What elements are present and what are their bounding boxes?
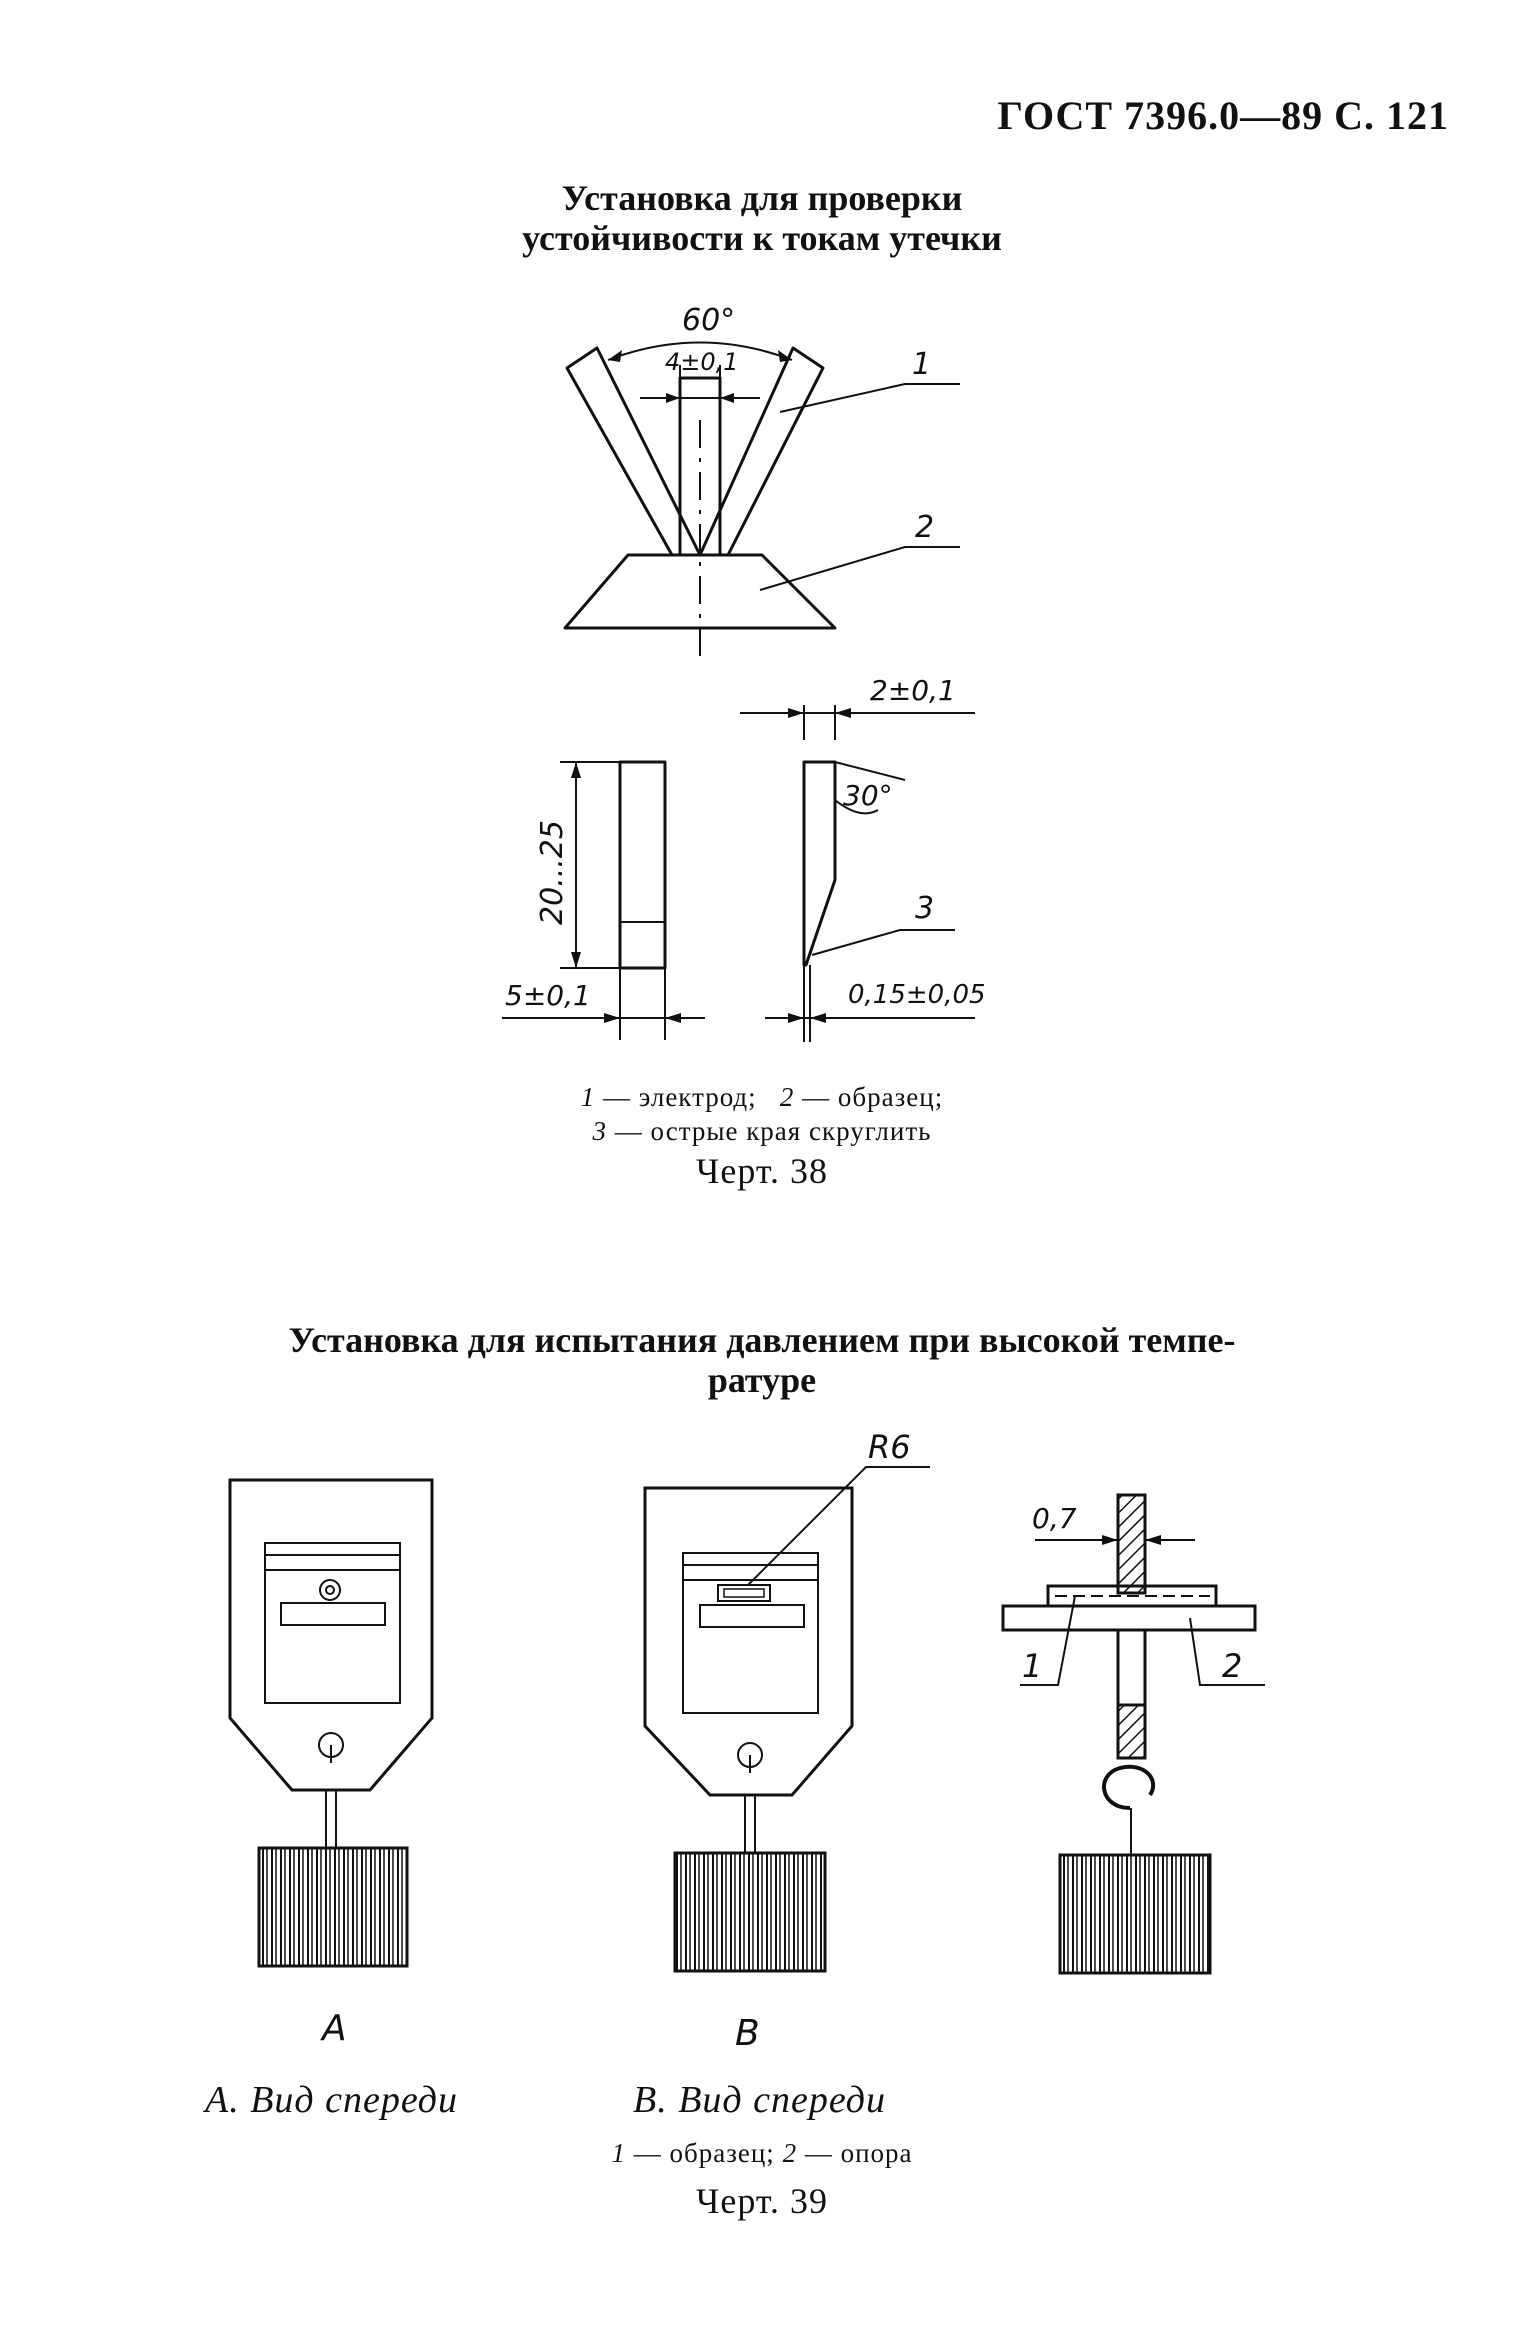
fig39-dim-thickness: 0,7 <box>1032 1502 1077 1535</box>
fig38-title-line2: устойчивости к токам утечки <box>522 218 1002 258</box>
fig38-leader-3 <box>811 929 955 956</box>
fig38-caption: Черт. 38 <box>696 1151 828 1191</box>
fig38-title: Установка для проверки устойчивости к то… <box>0 178 1524 258</box>
fig38-dim-thickness: 2±0,1 <box>870 674 956 707</box>
fig39-title: Установка для испытания давлением при вы… <box>0 1320 1524 1400</box>
fig38-electrode-front <box>618 760 667 970</box>
fig39-drawing: R6 0,7 1 2 A B <box>228 1428 1265 2054</box>
fig38-label-1: 1 <box>912 347 931 382</box>
fig39-view-a <box>228 1478 434 1968</box>
fig39-label-1: 1 <box>1022 1647 1042 1685</box>
fig39-weight-b <box>673 1851 827 1973</box>
fig38-dim-gap: 4±0,1 <box>665 348 739 376</box>
fig39-view-letter-b: B <box>735 2013 760 2054</box>
fig39-side-view <box>1001 1493 1265 1975</box>
fig38-dim-angle60: 60° <box>682 303 735 338</box>
fig39-view-b <box>643 1466 930 1973</box>
fig39-view-a-label: A. Вид спереди <box>205 2079 459 2121</box>
fig38-angle-arc <box>607 341 793 361</box>
fig39-legend: 1 — образец; 2 — опора <box>611 2138 913 2168</box>
fig39-dim-radius: R6 <box>868 1428 911 1466</box>
fig39-title-line1: Установка для испытания давлением при вы… <box>288 1320 1236 1360</box>
fig38-drawing: 60° 4±0,1 1 2 20...25 5±0,1 2±0,1 30° 3 … <box>502 303 986 1042</box>
fig39-leader-1 <box>1020 1595 1076 1686</box>
fig39-label-2: 2 <box>1222 1647 1242 1685</box>
fig38-dim-height: 20...25 <box>535 820 570 925</box>
fig39-weight-side <box>1058 1853 1212 1975</box>
fig38-dim-angle30: 30° <box>843 779 893 812</box>
fig39-leader-r6 <box>747 1466 930 1586</box>
fig39-caption: Черт. 39 <box>696 2181 828 2221</box>
fig38-title-line1: Установка для проверки <box>561 178 963 218</box>
page-header: ГОСТ 7396.0—89 С. 121 <box>997 93 1449 138</box>
fig38-dim-edge: 0,15±0,05 <box>848 980 986 1010</box>
fig39-title-line2: ратуре <box>707 1360 817 1400</box>
fig39-view-b-label: B. Вид спереди <box>633 2079 887 2121</box>
fig38-label-3: 3 <box>915 891 934 926</box>
fig38-legend-line2: 3 — острые края скруглить <box>592 1116 932 1146</box>
fig38-sample <box>563 553 837 630</box>
fig38-angle30-arc <box>834 799 879 815</box>
fig38-legend: 1 — электрод; 2 — образец; 3 — острые кр… <box>0 1080 1524 1148</box>
fig39-leader-2 <box>1189 1617 1265 1686</box>
fig38-leader-1 <box>779 383 960 413</box>
fig38-label-2: 2 <box>915 510 934 545</box>
fig39-view-letter-a: A <box>320 2008 347 2049</box>
fig38-dim-width: 5±0,1 <box>505 979 591 1012</box>
fig39-hook <box>1102 1764 1156 1810</box>
fig39-weight-a <box>257 1846 409 1968</box>
fig38-electrode-side <box>802 760 837 967</box>
fig38-legend-line1: 1 — электрод; 2 — образец; <box>580 1082 944 1112</box>
fig38-leader-2 <box>759 546 960 591</box>
